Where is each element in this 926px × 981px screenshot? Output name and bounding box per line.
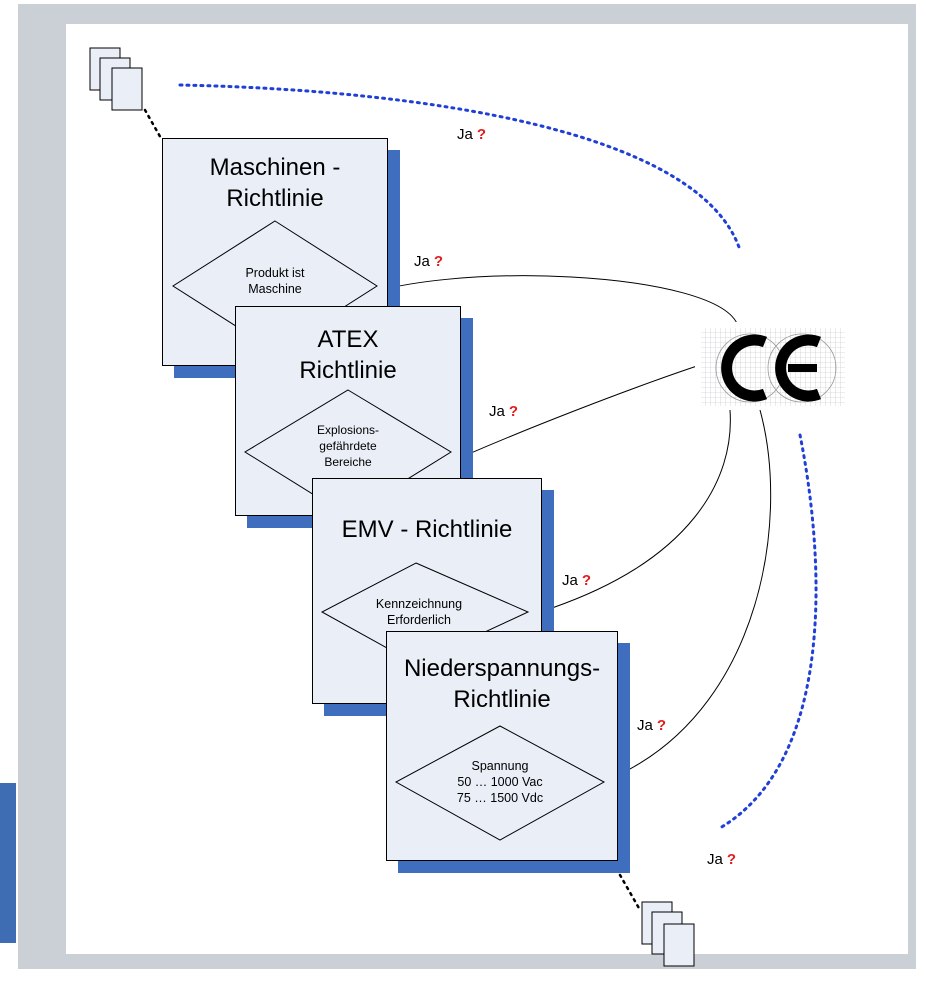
ce-mark-icon bbox=[695, 322, 855, 410]
ce-mark-graphic bbox=[701, 328, 845, 406]
connector-niederspannung bbox=[627, 409, 772, 771]
dotted-leader-bottom bbox=[618, 873, 642, 912]
side-accent-bar bbox=[0, 783, 16, 943]
question-mark: ? bbox=[433, 253, 444, 270]
panel-emv-richtlinie: EMV - Richtlinie Kennzeichnung Erforderl… bbox=[312, 478, 554, 716]
document-stack-icon bbox=[89, 47, 143, 111]
question-mark: ? bbox=[581, 572, 592, 589]
condition-text: Kennzeichnung Erforderlich bbox=[375, 597, 463, 627]
answer-text: Ja bbox=[562, 572, 578, 589]
answer-text: Ja bbox=[489, 403, 505, 420]
question-mark: ? bbox=[508, 403, 519, 420]
condition-text: Explosions- gefährdete Bereiche bbox=[316, 423, 380, 469]
question-mark: ? bbox=[726, 851, 737, 868]
panel-title: Niederspannungs- Richtlinie bbox=[403, 655, 601, 713]
answer-label-top: Ja? bbox=[457, 126, 486, 143]
answer-text: Ja bbox=[457, 126, 473, 143]
answer-text: Ja bbox=[637, 717, 653, 734]
answer-text: Ja bbox=[414, 253, 430, 270]
panel-title: Maschinen - Richtlinie bbox=[209, 154, 341, 212]
dotted-arc-top bbox=[178, 83, 742, 252]
dotted-leader-top bbox=[143, 108, 164, 142]
panel-atex-richtlinie: ATEX Richtlinie Explosions- gefährdete B… bbox=[235, 306, 473, 528]
condition-text: Produkt ist Maschine bbox=[245, 266, 305, 296]
panel-title: EMV - Richtlinie bbox=[341, 516, 513, 543]
answer-label-atex: Ja? bbox=[489, 403, 518, 420]
answer-label-niederspannung: Ja? bbox=[637, 717, 666, 734]
answer-label-maschinen: Ja? bbox=[414, 253, 443, 270]
panel-title: ATEX Richtlinie bbox=[299, 326, 397, 384]
connector-emv bbox=[551, 409, 731, 609]
answer-text: Ja bbox=[707, 851, 723, 868]
question-mark: ? bbox=[656, 717, 667, 734]
answer-label-emv: Ja? bbox=[562, 572, 591, 589]
document-stack-icon bbox=[641, 901, 695, 967]
question-mark: ? bbox=[476, 126, 487, 143]
dotted-arc-bottom bbox=[718, 433, 818, 830]
answer-label-bottom: Ja? bbox=[707, 851, 736, 868]
panel-niederspannungs-richtlinie: Niederspannungs- Richtlinie Spannung 50 … bbox=[386, 631, 630, 873]
condition-diamond bbox=[394, 725, 606, 841]
condition-text: Spannung 50 … 1000 Vac 75 … 1500 Vdc bbox=[456, 759, 544, 805]
